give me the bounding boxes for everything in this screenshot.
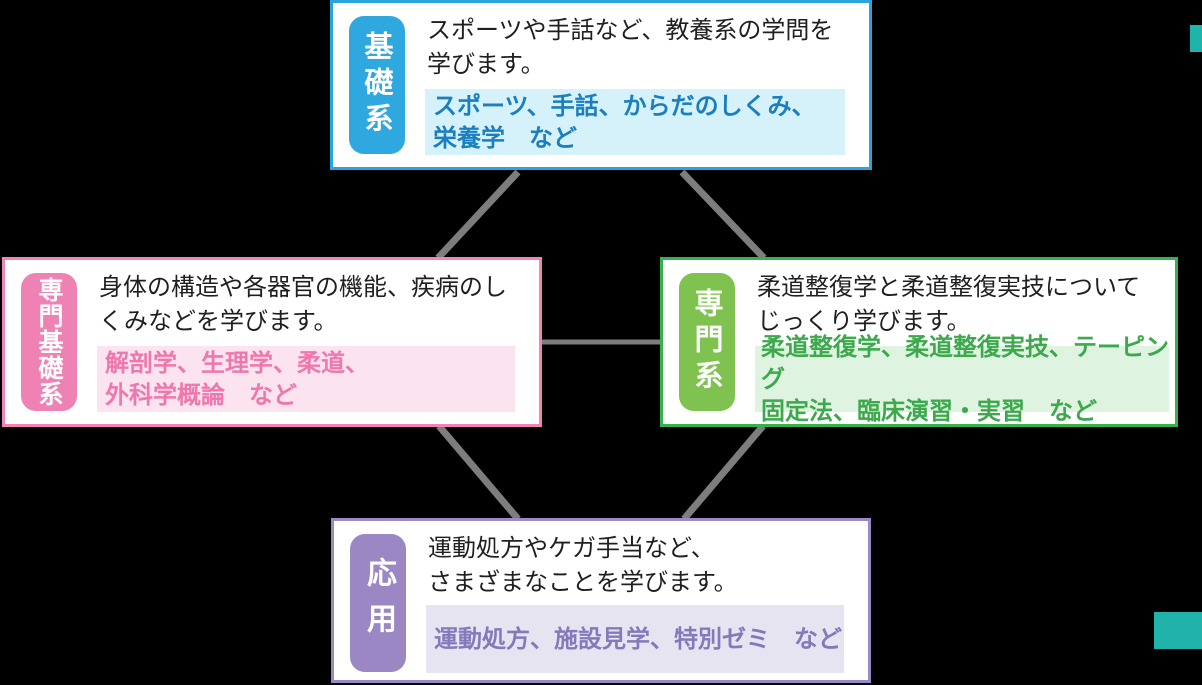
connector-left-to-bottom (436, 423, 521, 522)
corner-fragment-top-right (1190, 25, 1202, 52)
connector-right-to-bottom (681, 423, 766, 522)
subjects-list: スポーツ、手話、からだのしくみ、 栄養学 など (425, 89, 845, 155)
category-label-senmon-kiso: 専門基礎系 (21, 273, 77, 411)
category-box-senmon: 専門系 柔道整復学と柔道整復実技について じっくり学びます。 柔道整復学、柔道整… (660, 257, 1178, 427)
subjects-list: 運動処方、施設見学、特別ゼミ など (426, 605, 844, 673)
category-description: 運動処方やケガ手当など、 さまざまなことを学びます。 (428, 534, 738, 596)
category-label-senmon: 専門系 (679, 273, 735, 411)
category-description: スポーツや手話など、教養系の学問を 学びます。 (427, 16, 834, 78)
category-label-basic: 基礎系 (349, 16, 405, 154)
category-box-senmon-kiso: 専門基礎系 身体の構造や各器官の機能、疾病のし くみなどを学びます。 解剖学、生… (2, 257, 542, 427)
category-box-applied: 応用 運動処方やケガ手当など、 さまざまなことを学びます。 運動処方、施設見学、… (331, 518, 871, 683)
category-box-basic: 基礎系 スポーツや手話など、教養系の学問を 学びます。 スポーツ、手話、からだの… (330, 0, 872, 170)
subjects-list: 柔道整復学、柔道整復実技、テーピング 固定法、臨床演習・実習 など (755, 333, 1169, 425)
connector-top-to-right (679, 169, 767, 261)
category-description: 柔道整復学と柔道整復実技について じっくり学びます。 (757, 273, 1141, 335)
corner-fragment-bottom-right (1154, 612, 1202, 649)
category-label-applied: 応用 (350, 534, 406, 672)
category-description: 身体の構造や各器官の機能、疾病のし くみなどを学びます。 (99, 273, 507, 335)
subjects-list: 解剖学、生理学、柔道、 外科学概論 など (97, 346, 515, 412)
connector-top-to-left (435, 169, 521, 261)
